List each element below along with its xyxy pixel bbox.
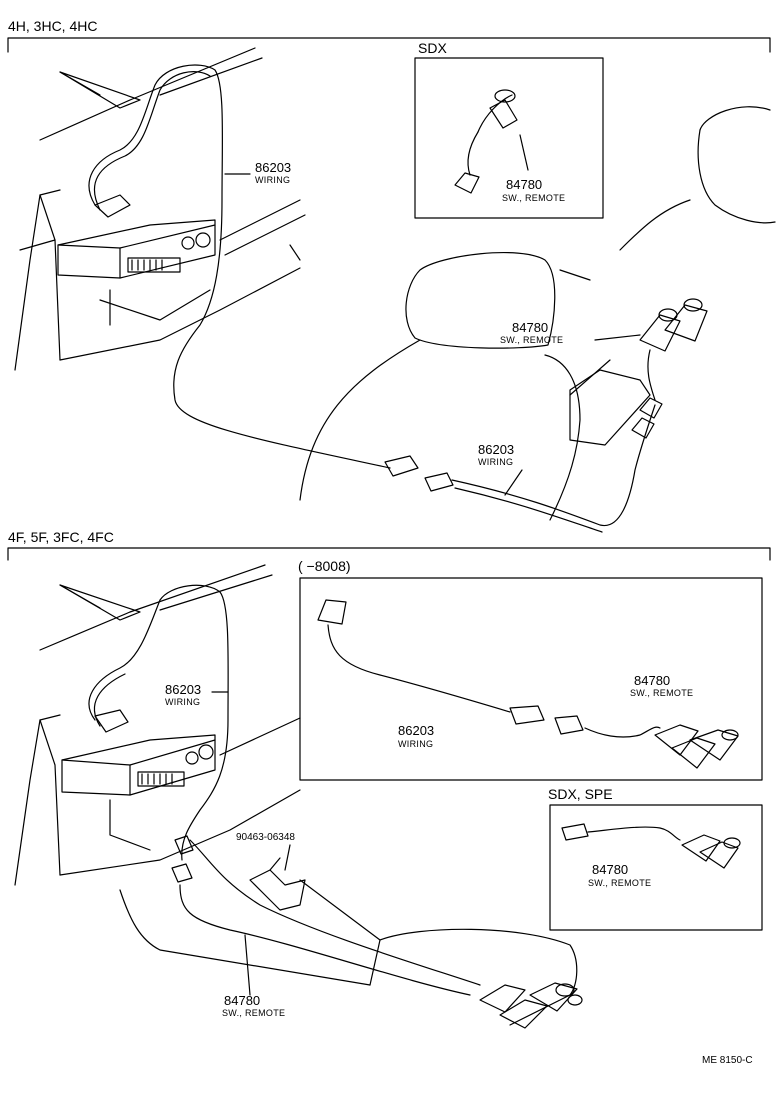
bottom-callout-leader-3: [244, 934, 251, 996]
top-callout-1-part-desc: WIRING: [255, 175, 291, 185]
sdx-inset-part-desc: SW., REMOTE: [502, 193, 566, 203]
top-callout-2-part-no: 84780: [512, 320, 549, 335]
bottom-callout-3-part-desc: SW., REMOTE: [222, 1008, 286, 1018]
top-section-bracket: [7, 37, 771, 53]
top-radio-unit: [57, 219, 216, 279]
bottom-wiring-harness: [88, 584, 481, 996]
sdx-spe-inset-part-no: 84780: [592, 862, 629, 877]
top-callout-3-part-no: 86203: [478, 442, 515, 457]
top-callout-2-part-desc: SW., REMOTE: [500, 335, 564, 345]
bottom-section-bracket: [7, 547, 771, 561]
sdx-spe-inset-part-desc: SW., REMOTE: [588, 878, 652, 888]
top-wiring-harness: [88, 64, 656, 533]
bottom-radio-unit: [61, 734, 216, 796]
bottom-callout-2-part-no: 90463-06348: [236, 832, 295, 843]
top-callout-1-part-no: 86203: [255, 160, 292, 175]
sdx-spe-inset-title: SDX, SPE: [548, 786, 613, 802]
range-inset-wire-desc: WIRING: [398, 739, 434, 749]
top-callout-leader-2: [594, 334, 641, 341]
footer-code: ME 8150-C: [702, 1055, 753, 1066]
bottom-section-heading: 4F, 5F, 3FC, 4FC: [8, 529, 114, 545]
top-remote-switch: [631, 298, 708, 439]
bottom-callout-leader-2: [284, 844, 291, 871]
sdx-inset-box: [414, 57, 604, 219]
bottom-callout-1-part-no: 86203: [165, 682, 202, 697]
top-seat-console: [299, 106, 776, 521]
bottom-callout-1-part-desc: WIRING: [165, 697, 201, 707]
bottom-seat-console: [119, 879, 578, 1026]
top-callout-leader-3: [504, 469, 523, 496]
top-section-heading: 4H, 3HC, 4HC: [8, 18, 98, 34]
bottom-remote-switch: [479, 982, 583, 1029]
sdx-spe-inset-box: [549, 804, 763, 931]
range-inset-switch-no: 84780: [634, 673, 671, 688]
range-inset-box: [299, 577, 763, 781]
top-callout-3-part-desc: WIRING: [478, 457, 514, 467]
clip-90463: [249, 857, 306, 911]
range-inset-switch-desc: SW., REMOTE: [630, 688, 694, 698]
range-inset-title: ( −8008): [298, 558, 351, 574]
range-inset-wire-no: 86203: [398, 723, 435, 738]
top-dashboard-outline: [14, 47, 306, 371]
bottom-callout-3-part-no: 84780: [224, 993, 261, 1008]
sdx-inset-part-no: 84780: [506, 177, 543, 192]
sdx-inset-title: SDX: [418, 40, 447, 56]
